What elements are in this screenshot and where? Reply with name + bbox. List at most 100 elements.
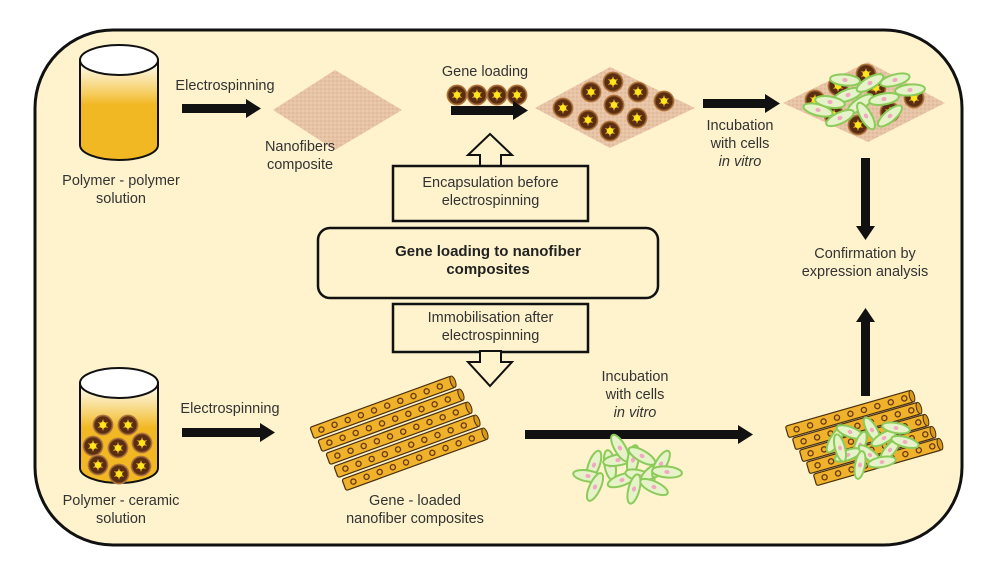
cell [881,421,911,435]
gene-pore [813,434,821,441]
gene-pore [391,415,399,422]
gene-pore [908,407,915,414]
immobilisation-down-hollow-arrow [465,350,515,388]
gene-pore [423,388,430,395]
gene-pore [344,416,351,424]
gene-pore [363,473,370,481]
electrospinning-arrow-bottom [182,423,275,442]
gene-pore [814,461,821,469]
gene-pore [874,402,881,410]
gene-pore [821,473,828,481]
gene-pore [460,422,468,429]
gene-pore [847,410,854,418]
cells-on-fibers-icon [785,389,944,486]
polymer-ceramic-solution-container-icon [79,367,159,485]
gene-pore [370,407,378,414]
cell [890,434,920,450]
fiber [325,401,473,465]
gene-pore [901,395,908,402]
polymer-polymer-solution-container-icon [79,44,159,161]
gene-pore [347,447,354,455]
gene-pore [807,449,814,457]
gene-pore [444,396,452,403]
gene-pore [357,411,365,419]
cells-on-loaded-mat-icon [783,62,945,142]
upper-solution-label: Polymer - polymer solution [62,173,180,207]
gene-pore [334,452,341,459]
fiber [333,414,481,478]
confirmation-label: Confirmation by expression analysis [801,246,929,280]
gene-pore [413,423,420,431]
gene-pore [399,428,407,435]
gene-loading-label: Gene loading [441,64,529,80]
gene-pore [429,449,436,457]
gene-pore [407,441,415,448]
gene-pore [431,401,438,408]
gene-pore [383,402,391,409]
gene-pore [442,444,449,452]
gene-loaded-fibers-label: Gene - loaded nanofiber composites [346,493,484,527]
gene-pore [360,442,367,450]
center-box [316,226,660,300]
gene-pore [389,463,397,471]
gene-pore [421,436,428,444]
gene-pore [902,450,909,458]
gene-pore [439,414,446,421]
gene-pore [452,409,460,416]
gene-pore [318,426,325,433]
gene-pore [373,437,381,445]
confirmation-up-arrow [856,308,875,396]
gene-pore [381,450,389,458]
gene-pore [793,425,800,433]
gene-pore [854,422,861,430]
gene-pore [402,459,410,466]
gene-pore [833,414,841,421]
gene-pore [326,439,333,446]
lower-incubation-label: Incubation with cells in vitro [601,369,669,421]
gene-pore [827,458,835,465]
gene-pore [820,418,827,425]
gene-pore [405,410,412,418]
gene-pore [834,470,842,477]
incubation-arrow-top [703,94,780,113]
gene-pore [434,431,441,439]
confirmation-down-arrow [856,158,875,240]
gene-pore [436,383,444,390]
electrospinning-arrow-top [182,99,261,118]
lower-solution-label: Polymer - ceramic solution [62,493,180,527]
gene-pore [352,429,359,437]
gene-pore [894,410,902,418]
gene-pore [426,418,433,426]
gene-pore [386,433,394,440]
gene-pore [376,468,383,476]
gene-pore [847,438,855,445]
upper-incubation-label: Incubation with cells in vitro [706,118,774,170]
gene-pore [455,440,462,447]
cell [867,455,897,469]
gene-pore [468,435,476,442]
gene-pore [378,420,386,427]
nanofibers-composite-label: Nanofibers composite [264,139,336,173]
gene-pore [368,455,375,463]
gene-pore [929,443,936,450]
gene-pore [339,434,346,442]
gene-loading-arrow [451,101,528,120]
gene-pore [355,460,362,468]
gene-pore [342,465,349,472]
gene-pore [410,392,417,400]
gene-loaded-mat-icon [535,67,695,148]
gene-pore [394,446,402,453]
gene-pore [915,419,922,426]
lower-electrospinning-label: Electrospinning [180,401,280,417]
fiber [309,375,457,439]
gene-pore [887,398,895,406]
gene-pore [447,427,454,434]
gene-pore [350,478,357,485]
fiber [785,389,916,438]
cell [832,433,848,463]
nanofiber-mat-icon [273,70,402,150]
gene-pore [860,406,868,414]
incubation-arrow-bottom [525,425,753,444]
